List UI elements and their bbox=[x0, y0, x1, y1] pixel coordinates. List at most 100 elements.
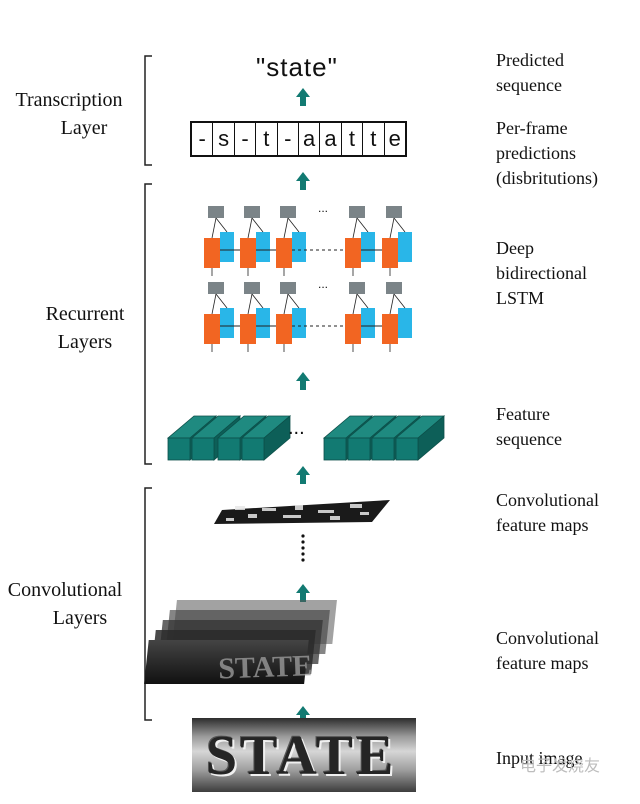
lstm-backward-cell bbox=[256, 308, 270, 338]
lstm-output-cell bbox=[349, 206, 365, 218]
lstm-forward-cell bbox=[276, 314, 292, 344]
lstm-backward-cell bbox=[398, 232, 412, 262]
prediction-cell: - bbox=[235, 123, 257, 155]
lstm-output-cell bbox=[386, 282, 402, 294]
lstm-forward-cell bbox=[345, 314, 361, 344]
lstm-output-cell bbox=[349, 282, 365, 294]
transcription-label-line1: Transcription bbox=[15, 89, 123, 111]
lstm-link bbox=[211, 293, 217, 315]
recurrent-label-line2: Layers bbox=[57, 331, 113, 353]
vertical-dots bbox=[301, 534, 305, 562]
lstm-link bbox=[393, 217, 406, 233]
lstm-dots: ... bbox=[318, 201, 328, 215]
lstm-backward-cell bbox=[220, 232, 234, 262]
lstm-backward-cell bbox=[361, 308, 375, 338]
lstm-link bbox=[389, 293, 395, 315]
lstm-forward-cell bbox=[204, 238, 220, 268]
prediction-cell: a bbox=[320, 123, 342, 155]
input-image-word: STATE bbox=[206, 725, 397, 787]
prediction-cell: - bbox=[192, 123, 214, 155]
conv-feature-map-word: STATE bbox=[218, 649, 313, 685]
feature-column-front bbox=[347, 437, 371, 461]
bracket-recurrent bbox=[144, 183, 152, 465]
lstm-link bbox=[287, 217, 300, 233]
feature-column-front bbox=[241, 437, 265, 461]
deep-lstm-label: Deep bidirectional LSTM bbox=[496, 236, 587, 311]
conv-top-line2: feature maps bbox=[496, 515, 589, 535]
deep-line1: Deep bbox=[496, 238, 534, 258]
lstm-forward-cell bbox=[240, 314, 256, 344]
lstm-dots: ... bbox=[318, 277, 328, 291]
bracket-transcription bbox=[144, 55, 152, 166]
up-arrow bbox=[296, 372, 310, 390]
lstm-link bbox=[215, 293, 228, 309]
lstm-link bbox=[352, 217, 358, 239]
lstm-forward-cell bbox=[204, 314, 220, 344]
transcription-layer-label: Transcription Layer bbox=[4, 86, 134, 142]
prediction-cell: e bbox=[388, 126, 401, 151]
lstm-output-cell bbox=[386, 206, 402, 218]
conv-bottom-line1: Convolutional bbox=[496, 628, 599, 648]
convolutional-label-line2: Layers bbox=[52, 607, 108, 629]
lstm-forward-cell bbox=[382, 238, 398, 268]
feature-column-front bbox=[371, 437, 395, 461]
conv-top-line1: Convolutional bbox=[496, 490, 599, 510]
bracket-convolutional bbox=[144, 487, 152, 721]
lstm-backward-cell bbox=[361, 232, 375, 262]
lstm-output-cell bbox=[280, 282, 296, 294]
lstm-link bbox=[356, 217, 369, 233]
up-arrow bbox=[296, 172, 310, 190]
prediction-cell: t bbox=[256, 123, 278, 155]
per-frame-line2: predictions bbox=[496, 143, 576, 163]
feature-column-front bbox=[395, 437, 419, 461]
per-frame-line1: Per-frame bbox=[496, 118, 568, 138]
recurrent-label-line1: Recurrent bbox=[45, 303, 125, 325]
feature-column-front bbox=[191, 437, 215, 461]
input-image-label: Input image bbox=[496, 746, 582, 771]
lstm-link bbox=[215, 217, 228, 233]
conv-feature-maps-top-label: Convolutional feature maps bbox=[496, 488, 599, 538]
prediction-cell: s bbox=[213, 123, 235, 155]
recurrent-layers-label: Recurrent Layers bbox=[30, 300, 140, 356]
lstm-forward-cell bbox=[240, 238, 256, 268]
feature-seq-line1: Feature bbox=[496, 404, 550, 424]
per-frame-line3: (disbritutions) bbox=[496, 168, 598, 188]
lstm-output-cell bbox=[244, 206, 260, 218]
prediction-cell: a bbox=[299, 123, 321, 155]
feature-column-front bbox=[217, 437, 241, 461]
lstm-output-cell bbox=[280, 206, 296, 218]
lstm-forward-cell bbox=[345, 238, 361, 268]
conv-feature-maps-bottom-label: Convolutional feature maps bbox=[496, 626, 599, 676]
prediction-cell: - bbox=[278, 123, 299, 155]
feature-seq-line2: sequence bbox=[496, 429, 562, 449]
lstm-output-cell bbox=[208, 282, 224, 294]
feature-ellipsis: ... bbox=[288, 417, 305, 439]
conv-feature-map-top bbox=[214, 500, 390, 524]
lstm-link bbox=[356, 293, 369, 309]
up-arrow bbox=[296, 466, 310, 484]
convolutional-label-line1: Convolutional bbox=[7, 579, 123, 601]
lstm-backward-cell bbox=[256, 232, 270, 262]
transcription-label-line2: Layer bbox=[60, 117, 108, 139]
lstm-link bbox=[251, 293, 264, 309]
input-line1: Input image bbox=[496, 748, 583, 768]
per-frame-predictions-label: Per-frame predictions (disbritutions) bbox=[496, 116, 598, 191]
lstm-link bbox=[352, 293, 358, 315]
lstm-forward-cell bbox=[276, 238, 292, 268]
lstm-link bbox=[393, 293, 406, 309]
lstm-link bbox=[211, 217, 217, 239]
watermark-logo: 电子发烧友 bbox=[520, 756, 601, 775]
lstm-link bbox=[287, 293, 300, 309]
lstm-link bbox=[247, 293, 253, 315]
lstm-link bbox=[389, 217, 395, 239]
up-arrow bbox=[296, 88, 310, 106]
feature-column-front bbox=[323, 437, 347, 461]
up-arrow bbox=[296, 584, 310, 602]
lstm-link bbox=[283, 217, 289, 239]
predicted-sequence-label: Predicted sequence bbox=[496, 48, 564, 98]
lstm-backward-cell bbox=[292, 308, 306, 338]
lstm-backward-cell bbox=[398, 308, 412, 338]
